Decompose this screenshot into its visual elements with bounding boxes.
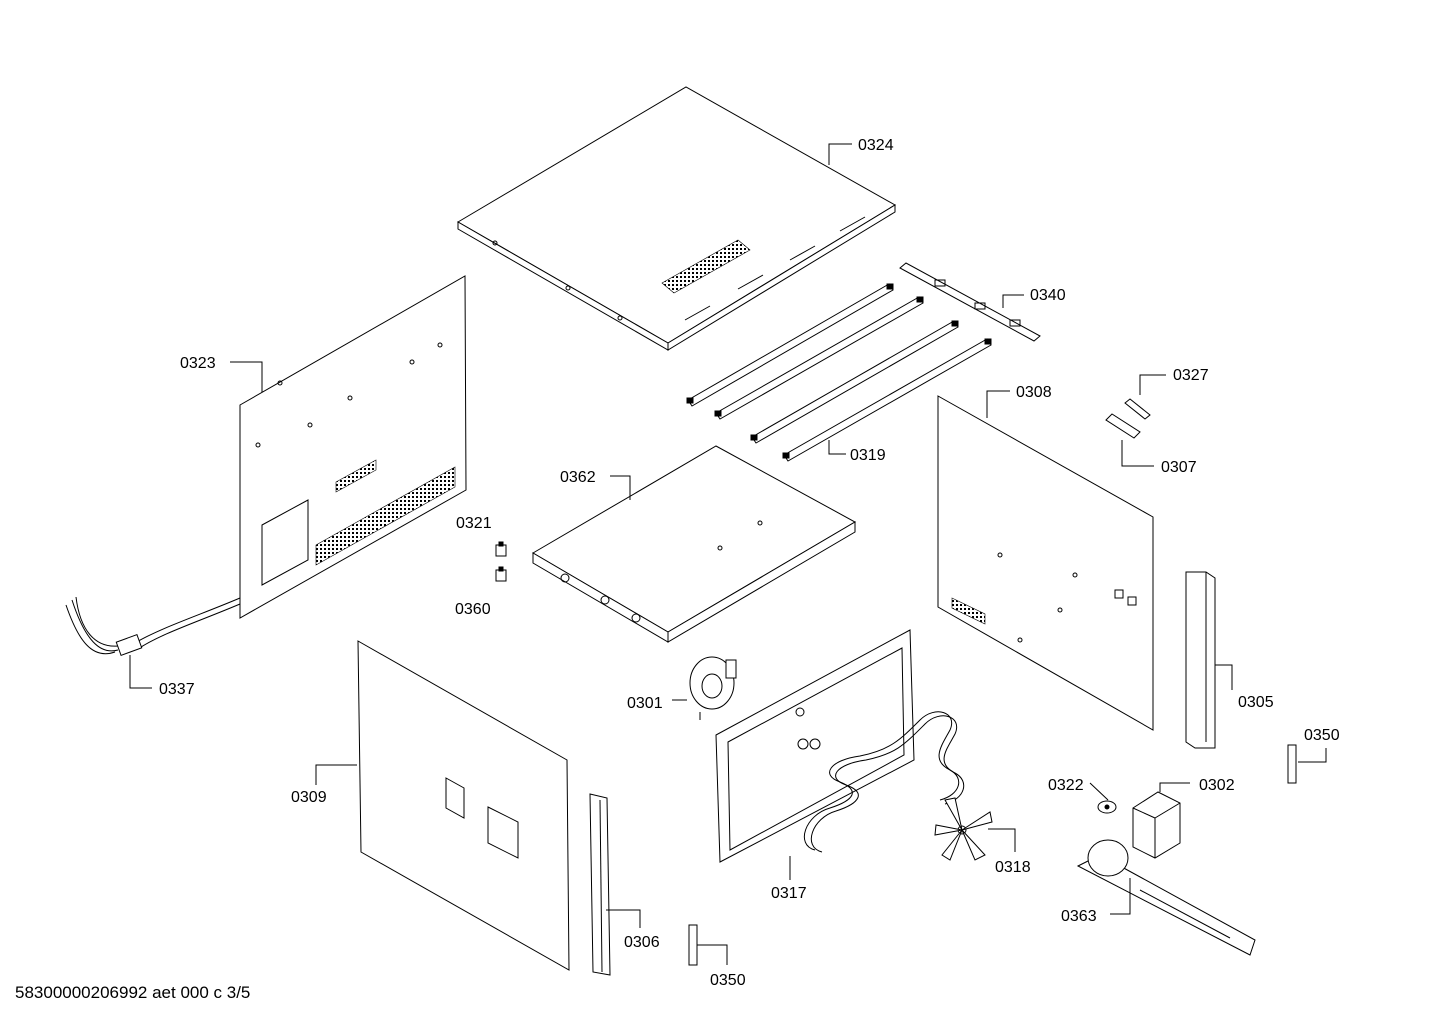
part-0317-heating-element xyxy=(803,711,965,853)
document-footer-code: 58300000206992 aet 000 c 3/5 xyxy=(15,983,250,1002)
part-0337-power-cord xyxy=(65,596,241,656)
part-0301-fan-motor xyxy=(689,656,737,720)
label-0306: 0306 xyxy=(624,934,660,951)
part-0306-trim xyxy=(589,793,611,976)
part-0323-rear-panel xyxy=(239,275,467,619)
label-0308: 0308 xyxy=(1016,384,1052,401)
part-0360-switch xyxy=(495,566,507,582)
label-0350-right: 0350 xyxy=(1304,727,1340,744)
label-0323: 0323 xyxy=(180,355,216,372)
label-0350-bottom: 0350 xyxy=(710,972,746,989)
label-0302: 0302 xyxy=(1199,777,1235,794)
label-0319: 0319 xyxy=(850,447,886,464)
part-0321-switch xyxy=(495,541,507,557)
label-0340: 0340 xyxy=(1030,287,1066,304)
part-0308-side-panel xyxy=(937,395,1154,731)
part-0302-transformer xyxy=(1132,791,1181,859)
label-0322: 0322 xyxy=(1048,777,1084,794)
part-0340-bracket xyxy=(899,262,1041,342)
part-0324-top-cover xyxy=(457,86,896,351)
label-0318: 0318 xyxy=(995,859,1031,876)
part-0319-rods xyxy=(686,283,992,462)
part-0327-clip xyxy=(1124,398,1151,420)
label-0324: 0324 xyxy=(858,137,894,154)
part-0362-cavity-top xyxy=(532,445,857,643)
part-cavity-frame xyxy=(715,629,915,863)
label-0305: 0305 xyxy=(1238,694,1274,711)
label-0301: 0301 xyxy=(627,695,663,712)
label-0321: 0321 xyxy=(456,515,492,532)
label-0337: 0337 xyxy=(159,681,195,698)
part-0305-trim xyxy=(1185,571,1216,749)
label-0363: 0363 xyxy=(1061,908,1097,925)
part-0350-clip-b xyxy=(688,924,698,966)
label-0317: 0317 xyxy=(771,885,807,902)
label-0307: 0307 xyxy=(1161,459,1197,476)
label-0309: 0309 xyxy=(291,789,327,806)
leader-lines xyxy=(129,143,1327,965)
label-0360: 0360 xyxy=(455,601,491,618)
label-0362: 0362 xyxy=(560,469,596,486)
part-0307-plate xyxy=(1105,413,1141,439)
part-0318-fan-blade xyxy=(934,797,993,861)
part-0363-fan-housing xyxy=(1076,839,1256,956)
label-0327: 0327 xyxy=(1173,367,1209,384)
part-0322-thermostat xyxy=(1097,800,1117,814)
part-0350-clip-a xyxy=(1287,744,1297,784)
part-0309-side-panel xyxy=(357,640,570,971)
